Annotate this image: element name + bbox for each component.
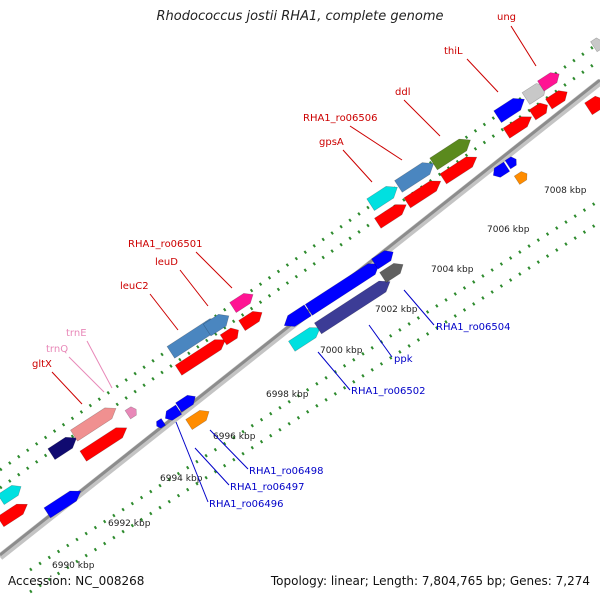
gene-label-leader: [466, 58, 499, 93]
gene-arrow-ppk: [313, 280, 391, 335]
gene-arrow-leud: [202, 313, 230, 337]
scale-tick-label: 7006 kbp: [487, 225, 530, 235]
gene-arrow-red-thil: [502, 116, 533, 139]
gene-arrow-blue-7008: [492, 161, 511, 178]
gene-arrow-blue-small-7008: [504, 156, 517, 170]
gene-arrow-blue-long: [304, 263, 380, 316]
gene-label-bottom: RHA1_ro06504: [436, 322, 511, 333]
gene-arrow-ddl: [429, 138, 471, 171]
gene-label-top: RHA1_ro06506: [303, 113, 378, 124]
gene-arrow-thil: [493, 98, 525, 123]
scale-track-lower-inner: [29, 198, 600, 572]
accession-text: Accession: NC_008268: [8, 574, 145, 588]
gene-label-leader: [403, 289, 435, 326]
scale-tick-label: 6998 kbp: [266, 390, 309, 400]
scale-track-upper-outer: [0, 40, 600, 472]
gene-arrow-red-leuc2: [174, 339, 226, 376]
map-title: Rhodococcus jostii RHA1, complete genome: [156, 9, 444, 24]
gene-arrow-red-thil-2: [528, 102, 548, 121]
scale-tick-label: 6992 kbp: [108, 519, 151, 529]
gene-label-bottom: RHA1_ro06497: [230, 482, 305, 493]
gene-arrow-ung: [537, 72, 560, 92]
gene-label-leader: [342, 149, 373, 183]
gene-arrow-gpsa: [366, 186, 398, 211]
gene-label-top: leuD: [155, 257, 178, 268]
gene-label-bottom: RHA1_ro06496: [209, 499, 284, 510]
gene-label-top: leuC2: [120, 281, 149, 292]
gene-arrow-orange-7008: [513, 171, 528, 185]
gene-arrow-cyan-edge: [0, 485, 22, 505]
gene-arrow-trnq: [124, 406, 137, 420]
gene-arrow-red-ro06506: [403, 180, 442, 209]
gene-arrow-red-ro06501: [238, 311, 263, 331]
gene-label-leader: [368, 324, 393, 358]
gene-label-leader: [179, 269, 209, 307]
gene-label-top: trnE: [66, 328, 87, 339]
scale-tick-label: 6994 kbp: [160, 474, 203, 484]
gene-label-leader: [317, 351, 351, 391]
gene-arrow-red-ung: [545, 90, 568, 110]
gene-arrow-rha1-ro06502: [288, 327, 321, 352]
scale-tick-label: 7004 kbp: [431, 265, 474, 275]
gene-label-leader: [195, 251, 233, 289]
gene-arrow-blue-7004: [371, 250, 394, 270]
scale-tick-label: 7008 kbp: [544, 186, 587, 196]
gene-arrow-red-far-right: [584, 95, 600, 116]
gene-label-leader: [209, 429, 249, 470]
gene-label-leader: [194, 447, 230, 486]
gene-arrow-red-leud: [219, 327, 239, 346]
gene-label-leader: [510, 25, 537, 67]
scale-track-lower-outer: [29, 220, 600, 594]
gene-arrow-red-gltx: [79, 427, 128, 462]
gene-label-bottom: RHA1_ro06502: [351, 386, 426, 397]
gene-arrow-red-edge: [0, 503, 28, 528]
gene-arrow-rha1-ro06501: [229, 293, 254, 313]
gene-label-top: ddl: [395, 87, 410, 98]
gene-arrow-navy: [47, 436, 78, 461]
gene-label-top: ung: [497, 12, 516, 23]
gene-arrow-blue-small-6994: [156, 418, 166, 429]
gene-label-leader: [68, 356, 105, 393]
scale-tick-label: 7002 kbp: [375, 305, 418, 315]
gene-arrow-rha1-ro06498: [185, 410, 210, 430]
gene-arrow-blue-7000: [283, 304, 312, 327]
gene-label-bottom: ppk: [394, 354, 413, 365]
gene-label-top: gltX: [32, 359, 52, 370]
gene-label-top: RHA1_ro06501: [128, 239, 203, 250]
gene-label-leader: [349, 125, 403, 161]
gene-arrow-rha1-ro06497: [175, 394, 196, 413]
gene-label-leader: [175, 421, 209, 503]
genome-summary-text: Topology: linear; Length: 7,804,765 bp; …: [270, 574, 590, 588]
gene-label-top: trnQ: [46, 344, 68, 355]
gene-arrow-rha1-ro06504: [379, 263, 404, 283]
scale-tick-label: 6996 kbp: [213, 432, 256, 442]
gene-arrow-blue-6992: [43, 490, 82, 519]
gene-label-bottom: RHA1_ro06498: [249, 466, 324, 477]
gene-label-leader: [403, 99, 441, 137]
gene-label-leader: [86, 340, 113, 389]
gene-label-leader: [149, 293, 179, 331]
gene-label-top: thiL: [444, 46, 463, 57]
scale-tick-label: 7000 kbp: [320, 346, 363, 356]
scale-tick-label: 6990 kbp: [52, 561, 95, 571]
gene-arrow-gltx: [70, 407, 117, 442]
gene-arrow-rha1-ro06506: [394, 162, 435, 193]
gene-label-leader: [51, 371, 83, 405]
gene-arrow-red-gpsa: [374, 204, 407, 229]
gene-label-top: gpsA: [319, 137, 344, 148]
gene-arrow-red-ddl: [439, 156, 478, 185]
gene-arrow-rha1-ro06496: [164, 404, 183, 421]
